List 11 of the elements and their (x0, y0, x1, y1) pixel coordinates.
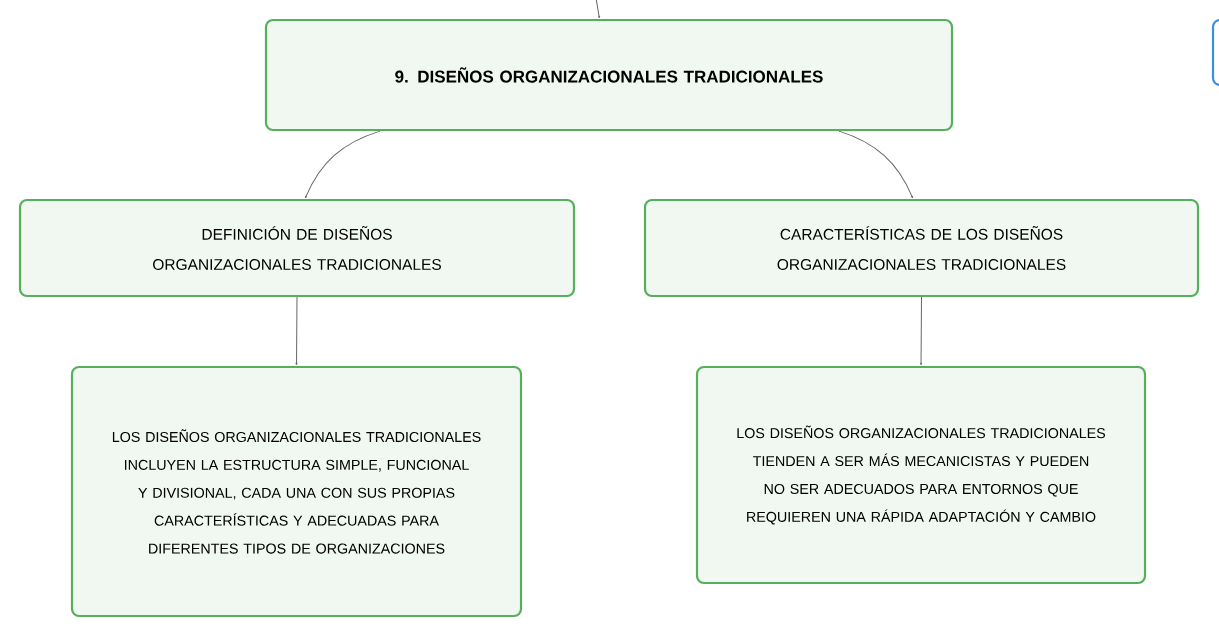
concept-box: DEFINICIÓN DE DISEÑOS ORGANIZACIONALES TRADICIONALES (18, 198, 576, 298)
box (1211, 18, 1219, 87)
arrow (595, 0, 601, 19)
title-box: 9. DISEÑOS ORGANIZACIONALES TRADICIONALES (264, 18, 954, 132)
arrow (919, 296, 923, 366)
arrow (838, 130, 913, 199)
concept-box: LOS DISEÑOS ORGANIZACIONALES TRADICIONALES INCLUYEN LA ESTRUCTURA SIMPLE, FUNCIONAL Y DIVISIONAL, CADA UNA CON SUS PROPIAS CARACTERÍSTICAS Y ADECUADAS PARA DIFERENTES TIPOS DE ORGANIZACIONES (70, 365, 523, 618)
concept-box: CARACTERÍSTICAS DE LOS DISEÑOS ORGANIZACIONALES TRADICIONALES (643, 198, 1200, 298)
arrow (305, 130, 381, 199)
arrow (295, 296, 298, 366)
concept-box: LOS DISEÑOS ORGANIZACIONALES TRADICIONALES TIENDEN A SER MÁS MECANICISTAS Y PUEDEN NO SER ADECUADOS PARA ENTORNOS QUE REQUIEREN UNA RÁPIDA ADAPTACIÓN Y CAMBIO (695, 365, 1147, 585)
